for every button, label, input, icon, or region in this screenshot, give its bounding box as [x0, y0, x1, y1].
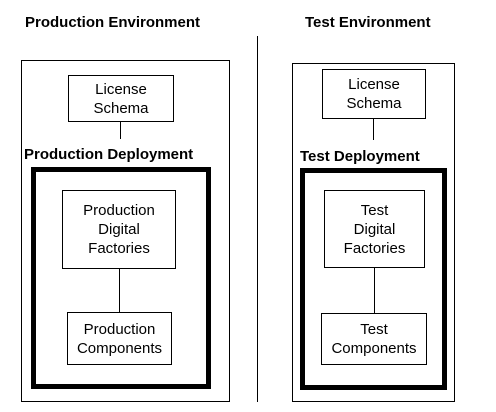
test-environment-title: Test Environment: [305, 14, 431, 31]
test-components-box: Test Components: [321, 313, 427, 365]
test-environment-frame: [292, 63, 455, 402]
test-deployment-frame: [300, 168, 447, 390]
production-deployment-title: Production Deployment: [24, 146, 194, 164]
production-deployment-frame: [31, 167, 211, 389]
production-factories-connector: [119, 269, 120, 312]
environment-divider-line: [257, 36, 258, 402]
test-license-schema-label: License Schema: [346, 76, 402, 112]
production-license-connector: [120, 122, 121, 139]
production-environment-title: Production Environment: [25, 14, 201, 31]
production-license-schema-label: License Schema: [93, 80, 149, 117]
production-digital-factories-label: Production Digital Factories: [83, 202, 155, 257]
test-components-label: Test Components: [331, 321, 417, 357]
production-components-label: Production Components: [76, 320, 163, 357]
production-environment-frame: [21, 60, 230, 402]
production-digital-factories-box: Production Digital Factories: [62, 190, 176, 269]
test-license-connector: [373, 119, 374, 140]
test-digital-factories-label: Test Digital Factories: [343, 201, 406, 257]
test-license-schema-box: License Schema: [322, 69, 426, 119]
production-license-schema-box: License Schema: [68, 75, 174, 122]
production-components-box: Production Components: [67, 312, 172, 365]
test-deployment-title: Test Deployment: [300, 148, 420, 166]
test-digital-factories-box: Test Digital Factories: [324, 190, 425, 268]
test-factories-connector: [374, 268, 375, 313]
